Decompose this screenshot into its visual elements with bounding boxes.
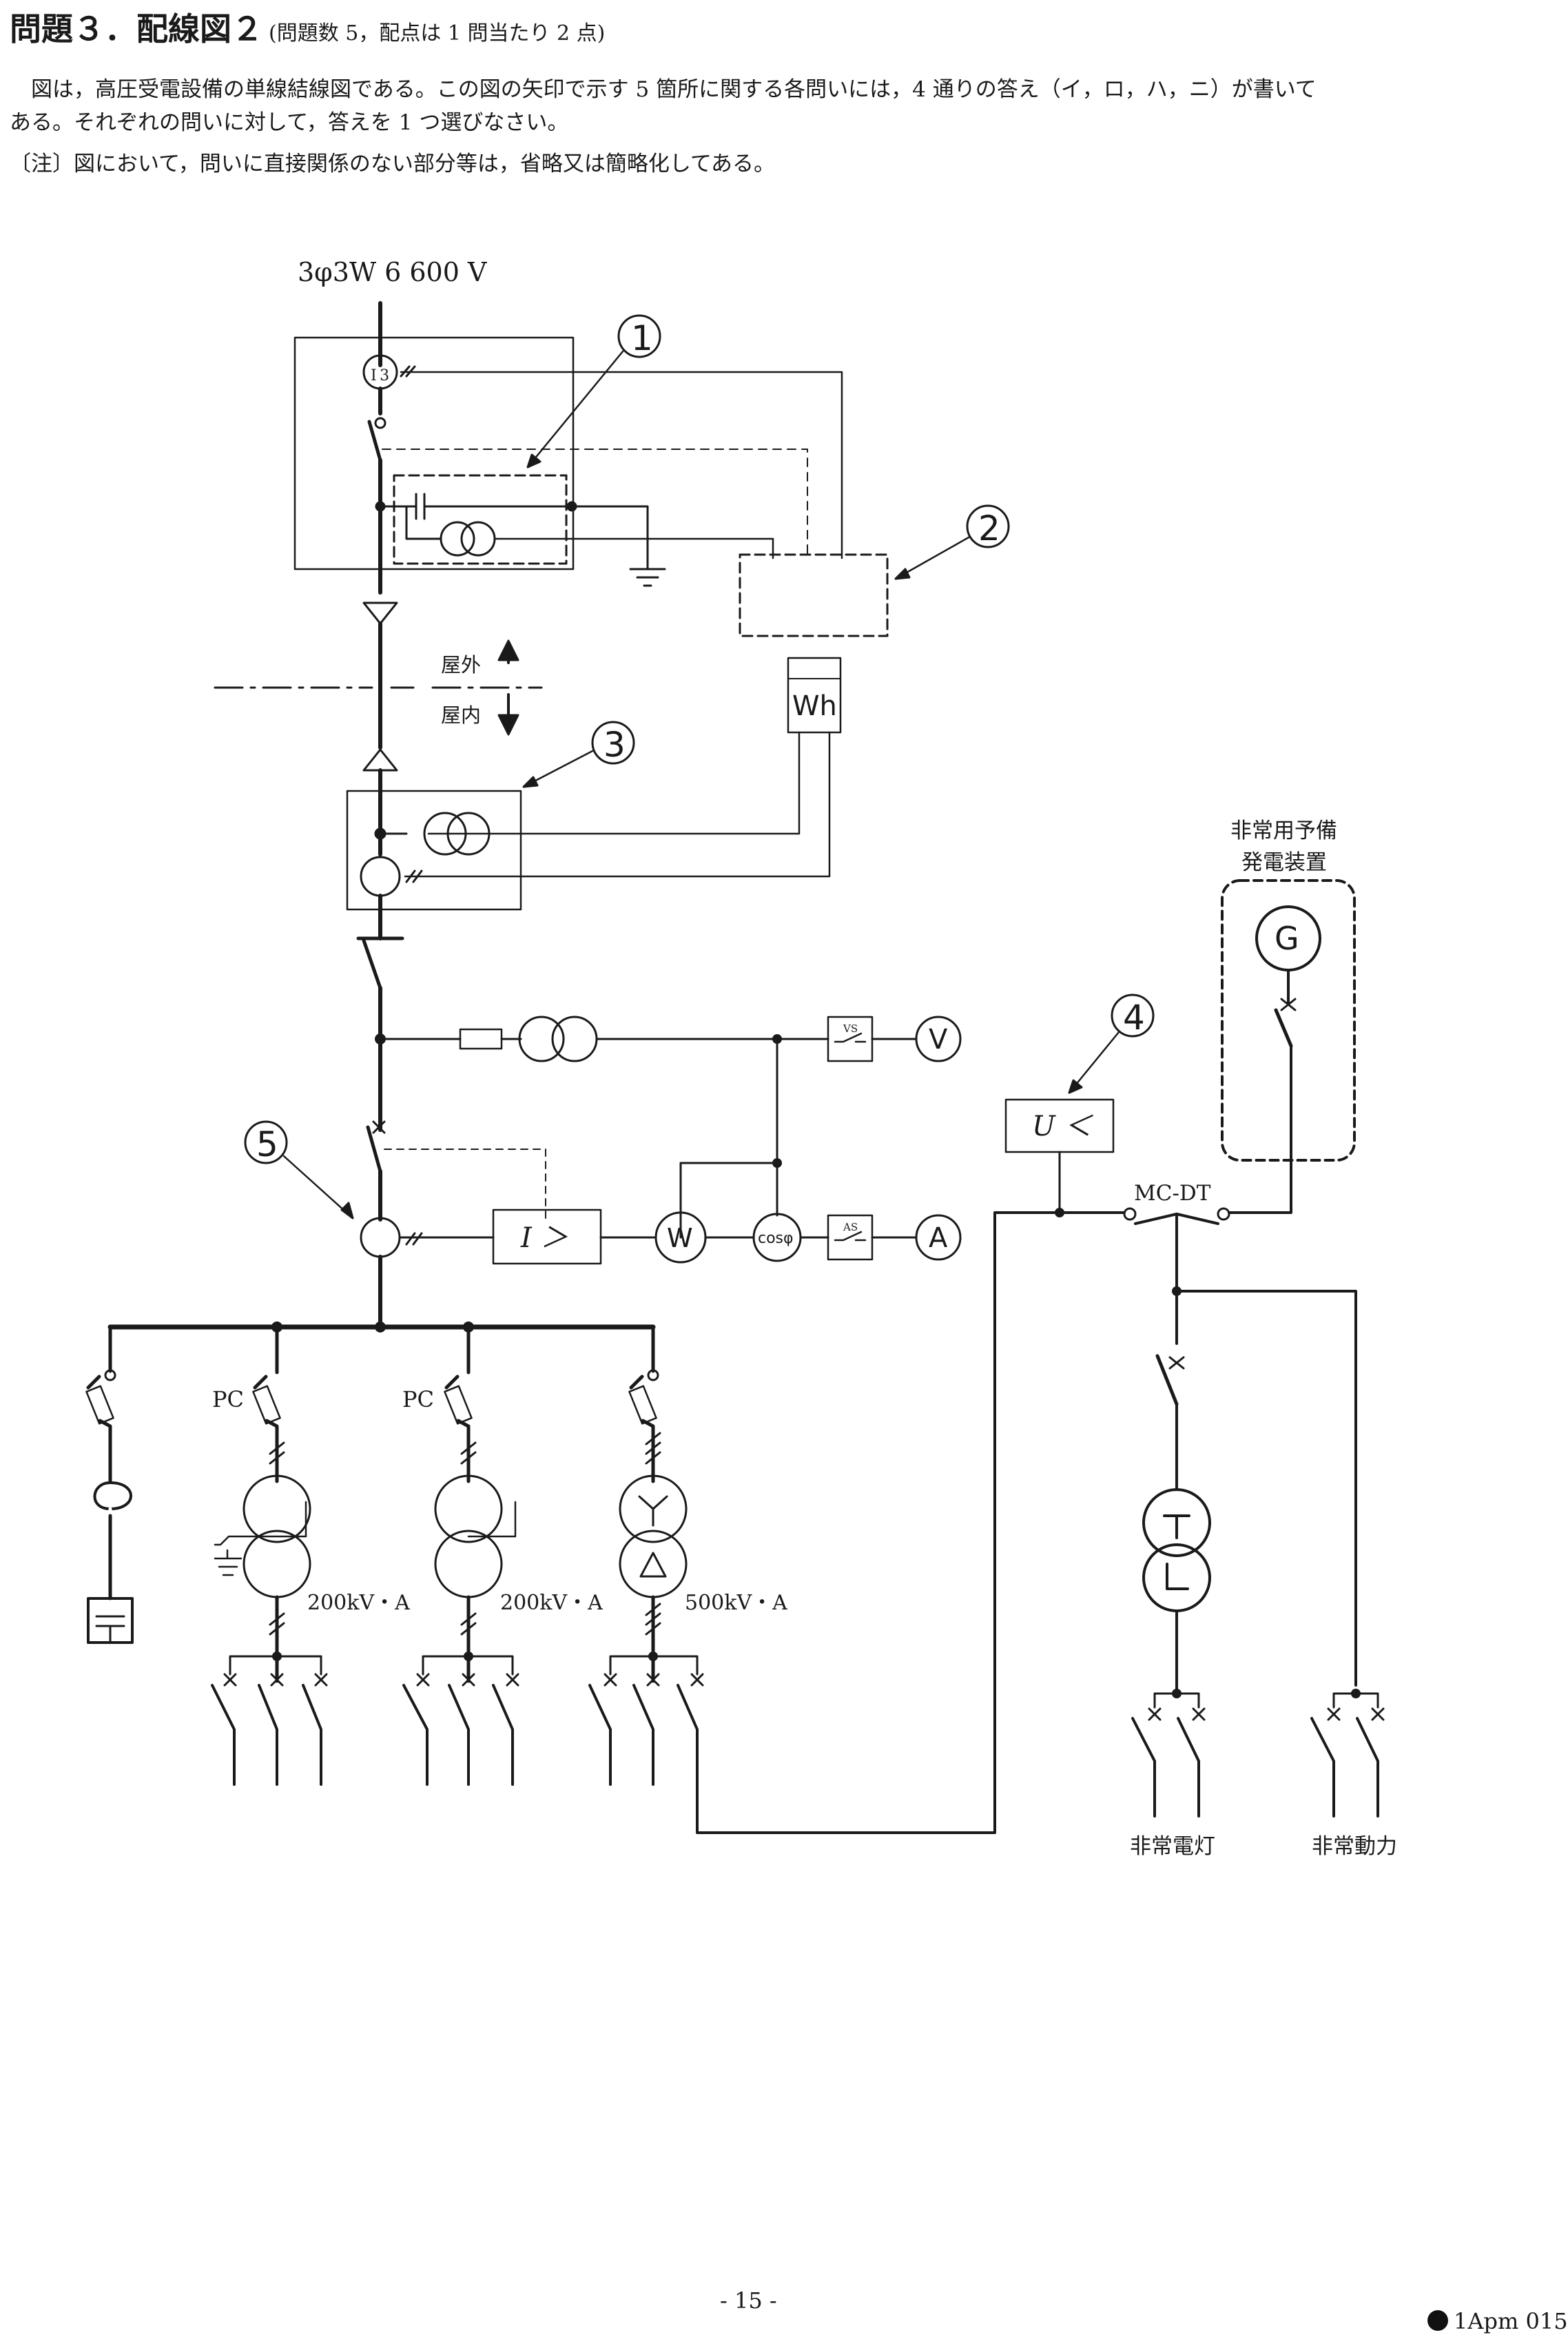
page-number: - 15 - [720, 2287, 777, 2314]
ground-symbol-1 [629, 550, 666, 587]
supply-label: 3φ3W 6 600 V [298, 257, 487, 287]
callout-1-number: 1 [631, 318, 653, 358]
svg-text:AS: AS [843, 1221, 858, 1233]
relay-box-callout-2 [739, 553, 889, 637]
indoor-label: 屋内 [441, 703, 481, 727]
page-code-text: 1Apm 015 [1454, 2308, 1568, 2334]
instruction-line-1: 図は，高圧受電設備の単線結線図である。この図の矢印で示す 5 箇所に関する各問い… [10, 77, 1317, 102]
callout-2: 2 [894, 504, 1010, 580]
ammeter-symbol: A [929, 1222, 948, 1254]
instruction-line-2: ある。それぞれの問いに対して，答えを 1 つ選びなさい。 [10, 110, 569, 135]
wh-label: Wh [792, 690, 837, 722]
lighting-transformer-upper [1142, 1488, 1211, 1557]
bullet-icon [1427, 2310, 1448, 2331]
voltmeter [915, 1016, 962, 1062]
mc-dt-label: MC-DT [1134, 1181, 1211, 1206]
cable-head-lower [362, 748, 398, 772]
tr1-rating: 200kV・A [307, 1591, 410, 1615]
instruction-note: 〔注〕図において，問いに直接関係のない部分等は，省略又は簡略化してある。 [10, 152, 776, 176]
callout-1: ① 1 [526, 314, 661, 469]
generator-title-line2: 発電装置 [1241, 850, 1327, 875]
lv-breakers-tr1 [211, 1652, 328, 1786]
pc-label-1: PC [212, 1386, 244, 1412]
ugs-switch-blade [367, 420, 382, 462]
cb-trip-link [384, 1149, 546, 1222]
generator-symbol: G [1275, 920, 1299, 957]
tr3-rating: 500kV・A [685, 1591, 787, 1615]
wh-meter-box [787, 657, 842, 734]
vt-fuse [459, 1028, 503, 1050]
callout1-dashed-box [393, 474, 568, 565]
ground-wire-tr1 [214, 1501, 307, 1546]
lv-breakers-tr2 [402, 1652, 519, 1786]
callout-5-number: 5 [256, 1124, 278, 1164]
wattmeter-symbol: W [667, 1223, 693, 1253]
zct-symbol: I 3 [362, 354, 843, 559]
ugs-box [293, 336, 575, 570]
pf-meter-symbol: cosφ [758, 1230, 794, 1247]
vct-box [346, 790, 522, 911]
generator-dashed-box [1221, 879, 1356, 1162]
callout-3: 3 [522, 721, 635, 788]
series-reactor [93, 1481, 132, 1510]
problem-title: 問題３．配線図２ [10, 10, 263, 48]
lv-breakers-tr3 [588, 1211, 1126, 1834]
emergency-lighting-label: 非常電灯 [1130, 1834, 1215, 1859]
problem-subtitle: (問題数 5，配点は 1 問当たり 2 点) [269, 21, 606, 45]
callout-4-number: 4 [1123, 998, 1145, 1038]
overcurrent-relay-label: I ＞ [520, 1222, 568, 1254]
generator-title-line1: 非常用予備 [1230, 819, 1337, 843]
undervoltage-relay-label: U ＜ [1032, 1111, 1093, 1142]
emergency-power-label: 非常動力 [1312, 1834, 1397, 1859]
outdoor-label: 屋外 [441, 653, 481, 677]
ct-symbol [360, 1217, 401, 1258]
feeder-tr2 [434, 1325, 517, 1683]
callout-3-number: 3 [604, 725, 626, 765]
ammeter [915, 1214, 962, 1261]
tr2-rating: 200kV・A [500, 1591, 603, 1615]
callout-2-number: 2 [978, 508, 1000, 548]
page-code: 1Apm 015 [1427, 2308, 1568, 2334]
feeder-tr1 [214, 1325, 311, 1683]
ugs-trip-link [382, 449, 808, 559]
callout-4: 4 [1068, 994, 1155, 1094]
pc-label-2: PC [402, 1386, 434, 1412]
disconnect-pivot [374, 417, 386, 429]
feeder-tr3 [619, 1325, 688, 1683]
svg-text:VS: VS [843, 1022, 858, 1035]
callout-5: 5 [244, 1120, 354, 1220]
zct-label: I 3 [371, 367, 389, 384]
problem-header: 問題３．配線図２(問題数 5，配点は 1 問当たり 2 点) [10, 4, 605, 50]
cable-head-upper [362, 601, 398, 625]
voltmeter-symbol: V [929, 1024, 948, 1056]
